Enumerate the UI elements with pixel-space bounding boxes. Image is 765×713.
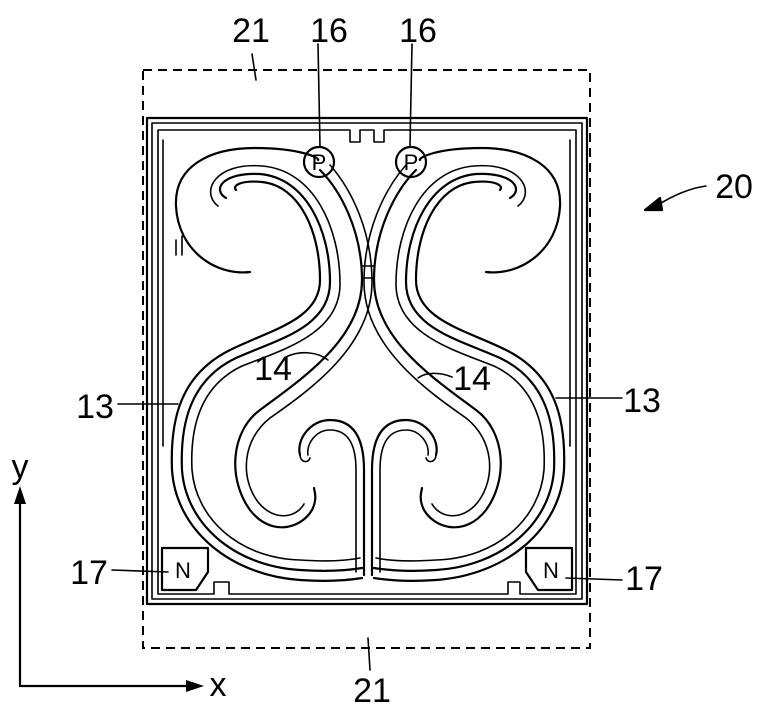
ref-13-left: 13 bbox=[76, 388, 114, 426]
axis-x-label: x bbox=[210, 666, 227, 704]
p-pad-left-label: P bbox=[312, 150, 327, 175]
ref-14-right: 14 bbox=[453, 360, 491, 398]
left-upper-hook bbox=[174, 146, 320, 274]
ref-20: 20 bbox=[715, 168, 753, 206]
p-pad-right-label: P bbox=[404, 150, 419, 175]
ref-17-left: 17 bbox=[70, 554, 108, 592]
p-pad-right: P bbox=[394, 145, 428, 179]
axis-y-label: y bbox=[12, 448, 29, 486]
n-pad-left-label: N bbox=[175, 558, 191, 583]
ref-14-left: 14 bbox=[254, 350, 292, 388]
ref-17-right: 17 bbox=[625, 560, 663, 598]
right-upper-hook bbox=[418, 146, 562, 274]
n-pad-left: N bbox=[160, 546, 210, 592]
ref-21-bottom: 21 bbox=[353, 672, 391, 710]
chip-frame bbox=[145, 116, 589, 606]
right-conductor-13 bbox=[372, 164, 566, 582]
n-pad-right-label: N bbox=[543, 558, 559, 583]
right-conductor-14 bbox=[363, 164, 502, 529]
ref-16-right: 16 bbox=[399, 12, 437, 50]
ref-13-right: 13 bbox=[623, 382, 661, 420]
ref-21-top: 21 bbox=[232, 12, 270, 50]
left-conductor-14 bbox=[234, 164, 373, 529]
central-lower-loops bbox=[298, 418, 438, 577]
ref-16-left: 16 bbox=[310, 12, 348, 50]
x-axis-arrow-icon bbox=[186, 680, 204, 692]
dashed-region-21 bbox=[142, 69, 591, 649]
left-conductor-13 bbox=[170, 164, 364, 582]
left-upper-hook-inner bbox=[175, 235, 183, 256]
leader-lines bbox=[111, 43, 707, 671]
center-connector bbox=[361, 265, 375, 279]
n-pad-right: N bbox=[524, 546, 574, 592]
y-axis-arrow-icon bbox=[14, 486, 26, 504]
p-pad-left: P bbox=[302, 145, 336, 179]
coordinate-axes: y x bbox=[12, 448, 227, 704]
